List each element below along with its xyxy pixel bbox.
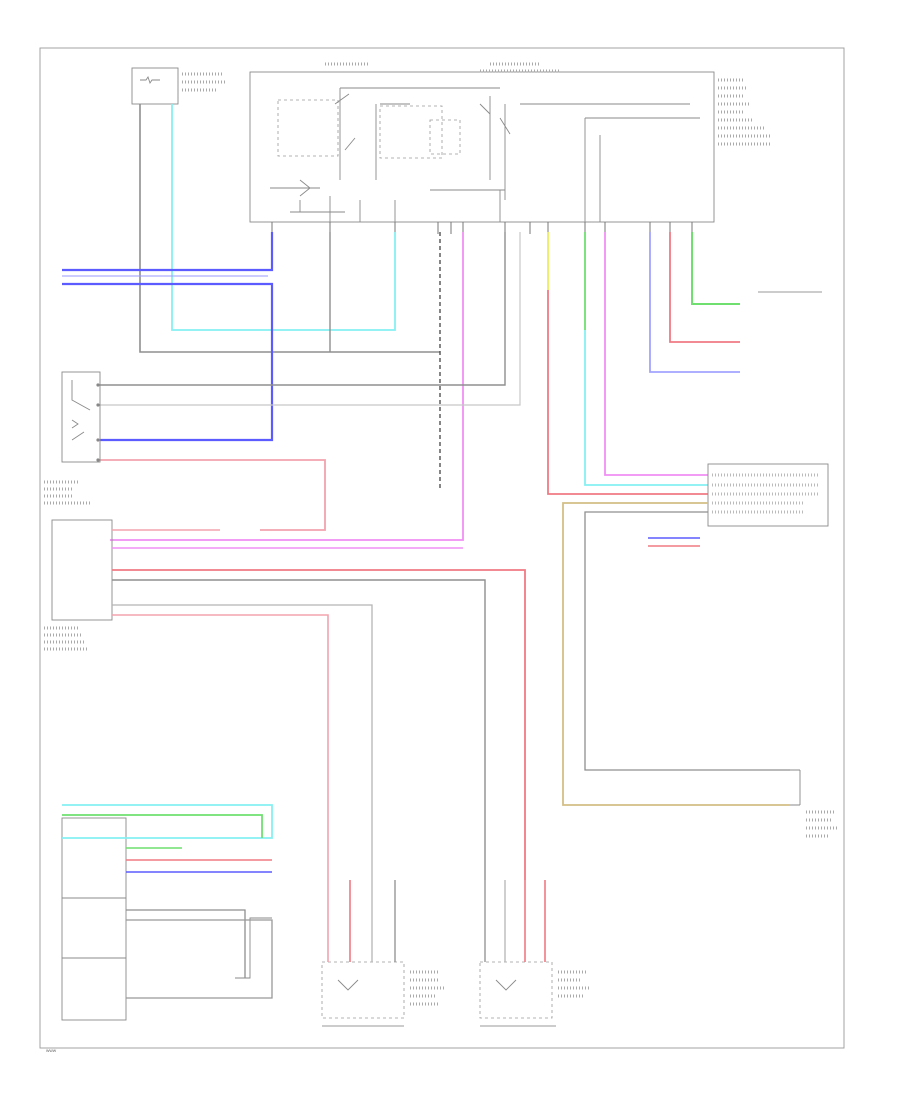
left-relay-block <box>61 371 101 463</box>
wire-cyan-585 <box>584 330 708 486</box>
wire-pink-ecu-2 <box>112 614 329 880</box>
wire-gray-ecu-1 <box>112 579 486 880</box>
wire-gray-lower-2 <box>126 919 273 999</box>
ac-compressor-component <box>131 67 225 105</box>
diagram-code: WWW <box>46 1049 57 1053</box>
lower-left-unit <box>61 817 272 1021</box>
wire-cyan-lower <box>62 804 273 839</box>
wire-gray-right <box>584 511 790 771</box>
wire-magenta-605 <box>604 232 708 476</box>
wire-lightgray-520 <box>100 232 521 406</box>
left-control-unit <box>44 480 113 651</box>
wire-gray-505 <box>100 232 506 386</box>
wire-red-ecu <box>112 569 526 880</box>
top-module-pins <box>271 222 693 234</box>
ground-icon <box>790 769 838 838</box>
wire-red-548 <box>547 290 708 495</box>
wire-cyan-ac <box>171 104 396 331</box>
wire-tan <box>562 502 790 806</box>
wire-gray-ecu-2 <box>112 604 373 880</box>
wire-blue-1 <box>62 232 274 272</box>
wire-red-670 <box>669 232 740 343</box>
diagram-border <box>39 47 845 1049</box>
wire-green-lower <box>62 814 263 838</box>
wire-violet <box>649 232 740 373</box>
top-main-module <box>249 62 770 223</box>
right-sensor-block <box>707 463 829 527</box>
wire-pink-relay <box>100 459 326 531</box>
wire-green-692 <box>691 232 740 305</box>
bottom-sensor-left <box>321 880 444 1027</box>
bottom-sensor-right <box>479 880 590 1027</box>
wire-gray-ac <box>139 104 440 353</box>
wire-gray-lower-1 <box>126 909 246 978</box>
wire-blue-2 <box>62 282 274 442</box>
wire-magenta-1 <box>110 232 464 541</box>
